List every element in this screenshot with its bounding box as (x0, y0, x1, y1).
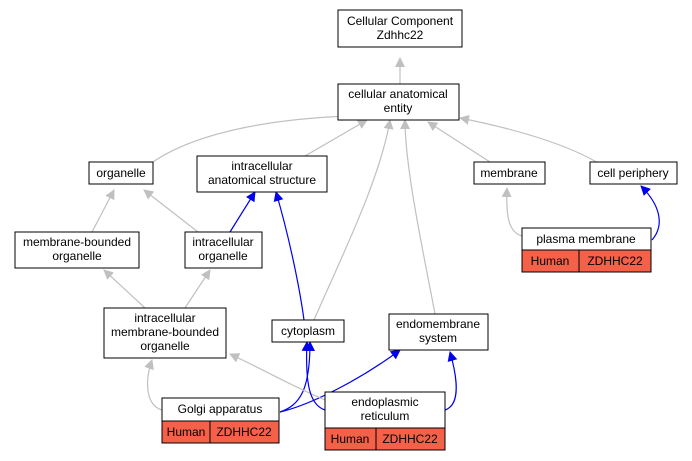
label-line: organelle (198, 249, 248, 263)
golgi-annotation-gene-label: ZDHHC22 (216, 425, 272, 439)
label-line: system (419, 331, 457, 345)
edge-imbo-io (184, 269, 211, 309)
edge-endo-cae (400, 119, 436, 315)
er-annotation-species-label: Human (331, 432, 370, 446)
node-cell-periphery[interactable]: cell periphery (589, 161, 678, 185)
edge-imbo-mbo (103, 269, 146, 309)
node-organelle-label: organelle (96, 166, 146, 180)
pm-annotation-gene-label: ZDHHC22 (587, 254, 643, 268)
label-line: Zdhhc22 (377, 28, 424, 42)
label-line: organelle (96, 166, 146, 180)
edge-io-organelle (143, 189, 199, 233)
node-golgi-apparatus[interactable]: Golgi apparatus Human ZDHHC22 (161, 397, 280, 444)
edge-cyto-cae (313, 119, 394, 321)
label-line: cytoplasm (281, 324, 335, 338)
edge-pm-periphery (640, 185, 660, 241)
node-golgi-label: Golgi apparatus (178, 402, 263, 416)
label-line: organelle (140, 339, 190, 353)
edge-periphery-cae (459, 114, 601, 165)
node-membrane[interactable]: membrane (473, 161, 546, 185)
edge-er-endo (444, 351, 458, 411)
edge-golgi-cyto (279, 341, 315, 413)
node-membrane-label: membrane (480, 166, 538, 180)
label-line: reticulum (361, 409, 410, 423)
golgi-annotation-gene (209, 420, 280, 444)
label-line: endoplasmic (351, 395, 418, 409)
node-periphery-label: cell periphery (597, 166, 668, 180)
node-pm-label: plasma membrane (536, 232, 636, 246)
node-plasma-membrane[interactable]: plasma membrane Human ZDHHC22 (521, 227, 652, 273)
label-line: membrane-bounded (23, 235, 131, 249)
edge-ias-cae (304, 119, 368, 157)
pm-annotation-gene (578, 249, 652, 273)
label-line: anatomical structure (208, 173, 316, 187)
edge-io-ias (229, 191, 256, 233)
label-line: intracellular (134, 311, 195, 325)
edge-er-imbo (229, 353, 326, 401)
golgi-annotation-species-label: Human (167, 425, 206, 439)
label-line: cellular anatomical (348, 87, 447, 101)
edge-golgi-endo (279, 349, 401, 413)
label-line: intracellular (192, 235, 253, 249)
label-line: organelle (52, 249, 102, 263)
label-line: Golgi apparatus (178, 402, 263, 416)
edge-golgi-imbo (144, 359, 163, 411)
label-line: intracellular (231, 159, 292, 173)
node-organelle[interactable]: organelle (88, 161, 154, 185)
er-annotation-gene (375, 427, 446, 451)
edge-organelle-cae (149, 111, 351, 165)
edge-cyto-ias (273, 191, 305, 321)
label-line: membrane (480, 166, 538, 180)
pm-annotation-species-label: Human (531, 254, 570, 268)
edge-er-cyto (301, 341, 326, 411)
er-annotation-gene-label: ZDHHC22 (382, 432, 438, 446)
edges (91, 57, 660, 413)
label-line: membrane-bounded (111, 325, 219, 339)
edge-mbo-organelle (91, 189, 115, 233)
node-cyto-label: cytoplasm (281, 324, 335, 338)
label-line: Cellular Component (347, 14, 454, 28)
label-line: endomembrane (396, 317, 480, 331)
edge-membrane-cae (427, 121, 491, 163)
label-line: cell periphery (597, 166, 668, 180)
label-line: entity (384, 101, 413, 115)
edge-pm-membrane (501, 187, 523, 237)
node-cytoplasm[interactable]: cytoplasm (271, 319, 345, 343)
label-line: plasma membrane (536, 232, 636, 246)
